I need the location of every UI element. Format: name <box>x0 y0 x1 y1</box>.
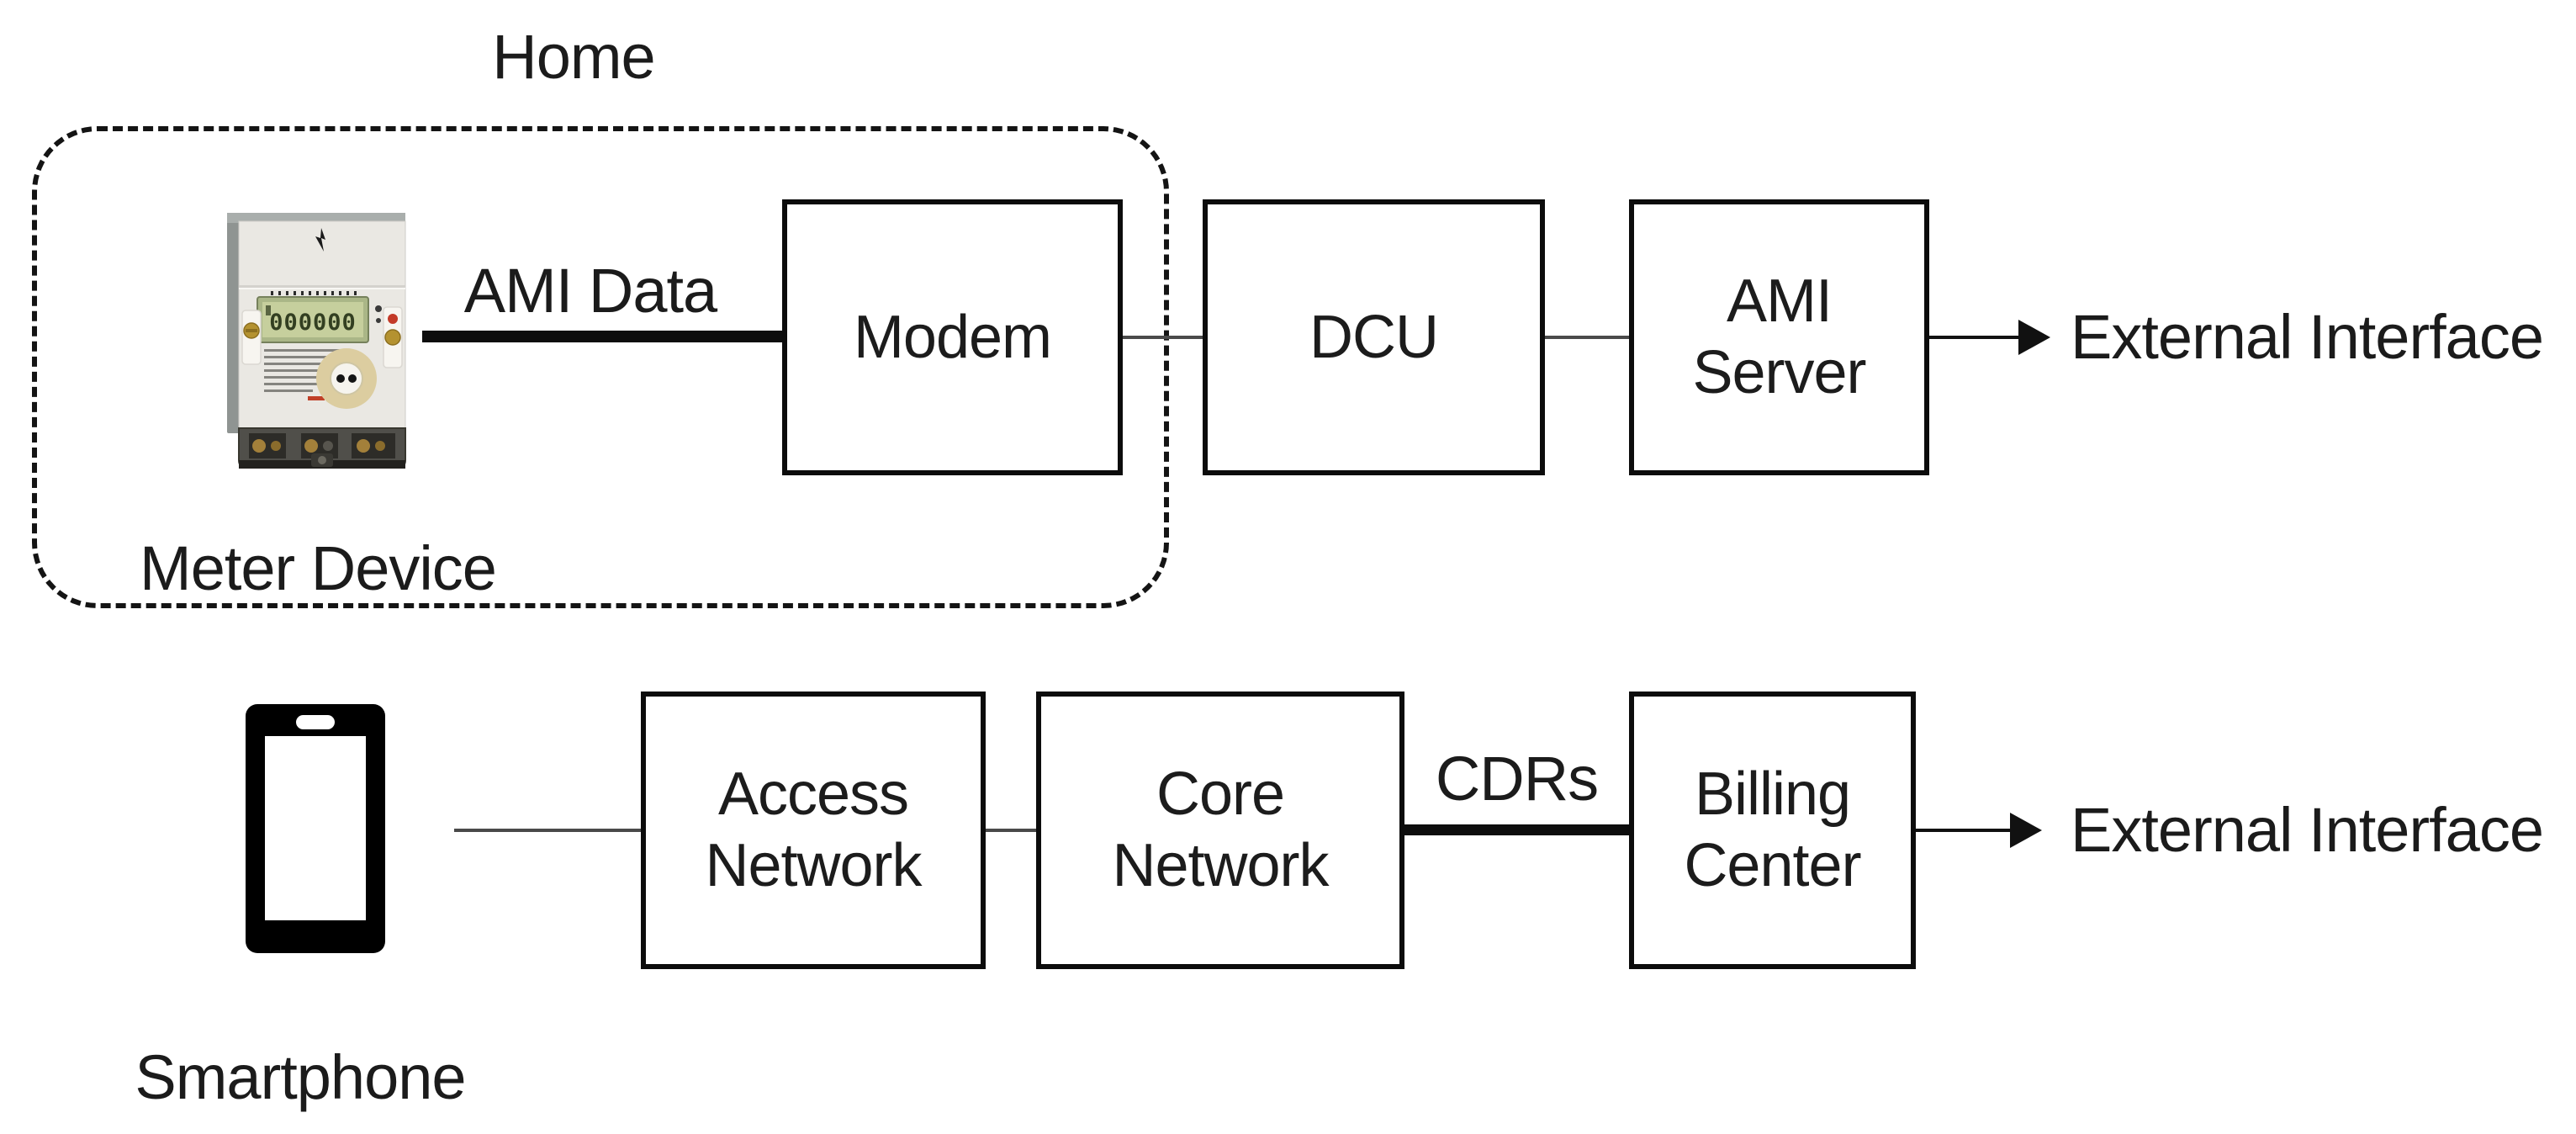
smartphone-icon <box>246 704 385 953</box>
edge-modem-to-dcu <box>1123 336 1203 339</box>
node-billing-center: Billing Center <box>1629 692 1916 969</box>
meter-terminals <box>249 433 395 458</box>
node-access-network: Access Network <box>641 692 986 969</box>
node-billing-center-label-line2: Center <box>1684 832 1861 899</box>
node-core-network-label-line1: Core <box>1156 760 1285 829</box>
node-access-network-label-line1: Access <box>717 760 909 829</box>
meter-indicator-dot <box>375 305 382 312</box>
meter-tick-row <box>271 291 357 295</box>
node-dcu-label: DCU <box>1309 303 1439 371</box>
meter-arrow-mark <box>315 228 325 252</box>
meter-label-text-lines <box>264 349 355 392</box>
edge-smartphone-to-access <box>454 829 641 832</box>
node-modem-label: Modem <box>853 303 1052 371</box>
smartphone-screen <box>265 736 366 920</box>
arrowhead-top-icon <box>2018 320 2050 355</box>
node-access-network-label-line2: Network <box>705 832 922 899</box>
meter-right-screw <box>384 329 401 346</box>
meter-device-image: 000000 <box>227 213 406 469</box>
meter-dial-dot-right <box>348 374 357 383</box>
arrowhead-bottom-icon <box>2010 813 2042 848</box>
home-group-title: Home <box>492 22 655 92</box>
external-interface-bottom-label: External Interface <box>2071 795 2544 865</box>
node-ami-server: AMI Server <box>1629 199 1929 475</box>
edge-meter-to-modem <box>422 331 784 342</box>
meter-device-caption: Meter Device <box>140 533 497 603</box>
edge-ami-server-to-external <box>1929 336 2018 339</box>
edge-dcu-to-ami-server <box>1545 336 1629 339</box>
ami-data-edge-label: AMI Data <box>463 256 717 326</box>
external-interface-top-label: External Interface <box>2071 302 2544 372</box>
cdrs-edge-label: CDRs <box>1435 744 1599 813</box>
meter-casing-top <box>227 213 405 223</box>
meter-red-dot <box>388 314 398 324</box>
node-core-network-label-line2: Network <box>1112 832 1329 899</box>
edge-access-to-core <box>986 829 1036 832</box>
meter-seam <box>239 285 405 288</box>
node-ami-server-label-line2: Server <box>1692 339 1866 406</box>
edge-billing-to-external <box>1916 829 2010 832</box>
meter-casing-side <box>227 213 241 433</box>
edge-core-to-billing <box>1404 824 1629 835</box>
node-billing-center-label-line1: Billing <box>1694 760 1851 829</box>
node-ami-server-label-line1: AMI <box>1726 268 1833 336</box>
node-core-network: Core Network <box>1036 692 1404 969</box>
node-modem: Modem <box>782 199 1123 475</box>
meter-lcd-digits: 000000 <box>269 310 357 336</box>
home-group-boundary <box>32 126 1169 608</box>
meter-lcd <box>262 302 363 337</box>
meter-label-red-mark <box>308 396 325 400</box>
smartphone-caption: Smartphone <box>135 1042 466 1112</box>
node-dcu: DCU <box>1203 199 1545 475</box>
smartphone-speaker <box>296 715 335 729</box>
meter-dial-dot-left <box>336 374 345 383</box>
meter-dial-center <box>330 362 363 395</box>
